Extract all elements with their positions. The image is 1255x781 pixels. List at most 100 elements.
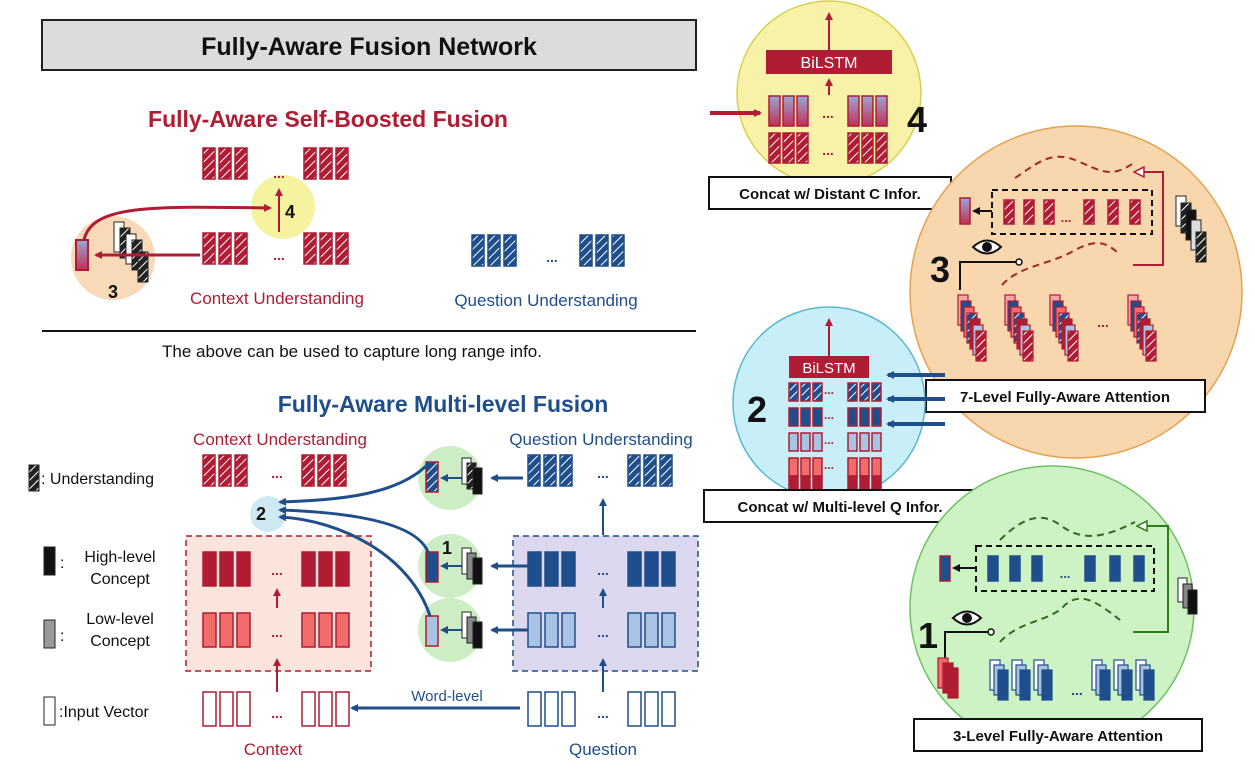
zoom-3-circle xyxy=(909,125,1243,459)
concat-vector xyxy=(871,475,882,491)
context-vector xyxy=(875,132,888,164)
concat-vector xyxy=(812,457,823,477)
self-boosted-heading: Fully-Aware Self-Boosted Fusion xyxy=(148,106,508,132)
question-high-level-vector xyxy=(627,551,642,587)
concat-vector xyxy=(768,95,781,127)
legend-low-level-label: Low-level xyxy=(86,611,154,628)
concat-vector xyxy=(847,407,858,427)
ellipsis: ... xyxy=(824,458,834,472)
concat-vector xyxy=(800,457,811,477)
context-understanding-label: Context Understanding xyxy=(193,430,367,449)
concat-vector xyxy=(788,457,799,477)
zoom-1-circle xyxy=(909,465,1195,751)
context-vector xyxy=(861,132,874,164)
context-input-vector xyxy=(301,691,316,727)
concat-vector xyxy=(812,382,823,402)
ellipsis: ... xyxy=(822,105,834,121)
question-input-vector xyxy=(627,691,642,727)
bilstm-box xyxy=(789,356,869,378)
concat-vector xyxy=(859,475,870,491)
legend-understanding-label: : Understanding xyxy=(41,471,154,488)
eye-icon xyxy=(951,610,983,626)
concat-vector xyxy=(796,95,809,127)
zoom-1-number: 1 xyxy=(918,615,938,656)
question-understanding-vector xyxy=(543,454,557,487)
connector-node xyxy=(1015,258,1023,266)
question-understanding-vector xyxy=(643,454,657,487)
question-low-level-vector xyxy=(544,612,559,648)
legend-low-level-swatch xyxy=(43,619,56,649)
attention-curve xyxy=(1014,155,1136,179)
context-vector xyxy=(218,147,232,180)
ellipsis: ... xyxy=(271,624,283,640)
attention-vector xyxy=(1031,555,1043,582)
question-understanding-label: Question Understanding xyxy=(509,430,692,449)
zoom-1-word-stacks xyxy=(937,657,1155,701)
attention-vector xyxy=(987,555,999,582)
zoom-2-caption: Concat w/ Multi-level Q Infor. xyxy=(737,499,942,516)
question-input-vector xyxy=(527,691,542,727)
question-vector xyxy=(595,234,609,267)
question-input-vector xyxy=(544,691,559,727)
page-title: Fully-Aware Fusion Network xyxy=(201,33,537,61)
attention-stack xyxy=(461,547,483,585)
context-vector xyxy=(319,147,333,180)
context-vector xyxy=(847,132,860,164)
attention-vector xyxy=(1133,555,1145,582)
concat-vector xyxy=(847,475,858,491)
ellipsis: ... xyxy=(273,247,285,263)
legend-low-level-label: Concept xyxy=(90,633,150,650)
zoom-3-attention-vectors xyxy=(1003,199,1141,225)
zoom-3-number: 3 xyxy=(930,249,950,290)
concat-vector xyxy=(875,95,888,127)
attention-curve xyxy=(1001,242,1121,286)
ellipsis: ... xyxy=(271,562,283,578)
context-high-level-vector xyxy=(301,551,316,587)
ellipsis: ... xyxy=(597,705,609,721)
zoom-3-caption-box xyxy=(925,379,1206,413)
context-low-level-vector xyxy=(202,612,217,648)
context-understanding-vectors xyxy=(202,232,349,265)
connector-node xyxy=(987,628,995,636)
fused-low-level-vector xyxy=(425,615,439,647)
hatched-stack xyxy=(1175,195,1207,263)
concat-vector xyxy=(782,95,795,127)
attention-vector xyxy=(1043,199,1055,225)
question-vector xyxy=(503,234,517,267)
step-4-label: 4 xyxy=(285,202,295,222)
title-box xyxy=(41,19,697,71)
concat-vector xyxy=(812,432,823,452)
concat-vector xyxy=(800,382,811,402)
stacked-layer xyxy=(947,667,959,699)
context-input-vector xyxy=(335,691,350,727)
legend-input-vector-swatch xyxy=(43,696,56,726)
zoom-1-caption: 3-Level Fully-Aware Attention xyxy=(953,728,1163,745)
question-low-level-vector xyxy=(627,612,642,648)
eye-connector xyxy=(959,261,1018,290)
concat-vector xyxy=(847,382,858,402)
legend-colon: : xyxy=(60,555,64,572)
zoom-4-caption-box xyxy=(708,176,952,210)
context-input-vector xyxy=(236,691,251,727)
attention-curve xyxy=(999,597,1121,643)
stacked-layer xyxy=(1121,669,1133,701)
concat-vector xyxy=(788,432,799,452)
ellipsis: ... xyxy=(273,165,285,181)
ellipsis: ... xyxy=(546,249,558,265)
bilstm-label: BiLSTM xyxy=(801,55,858,72)
arrow-to-step-2 xyxy=(278,513,432,617)
context-low-level-vector xyxy=(236,612,251,648)
question-high-level-vector xyxy=(644,551,659,587)
concat-vector xyxy=(871,457,882,477)
context-vector xyxy=(202,147,216,180)
ellipsis: ... xyxy=(824,433,834,447)
concat-vector xyxy=(859,407,870,427)
concat-vector xyxy=(871,432,882,452)
question-vector xyxy=(579,234,593,267)
zoom-4-caption: Concat w/ Distant C Infor. xyxy=(739,186,921,203)
context-low-level-vector xyxy=(335,612,350,648)
ellipsis: ... xyxy=(597,465,609,481)
legend-high-level-label: High-level xyxy=(84,549,155,566)
